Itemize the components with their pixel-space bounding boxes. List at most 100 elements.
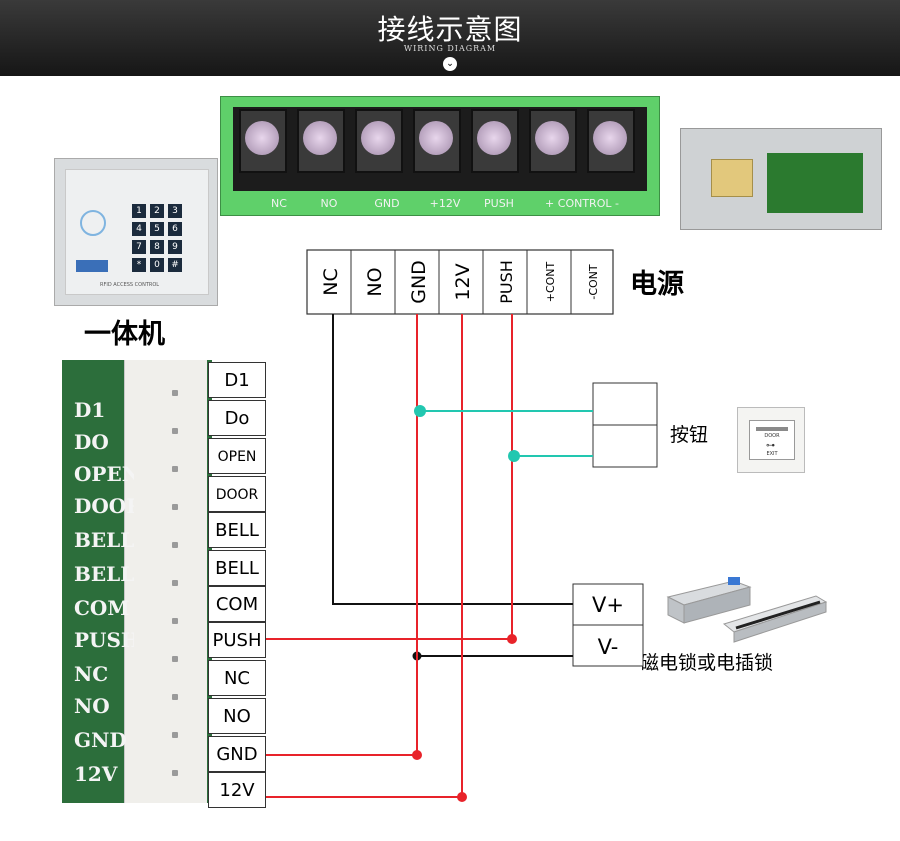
header-banner: 接线示意图 WIRING DIAGRAM ⌄: [0, 0, 900, 76]
keypad-key: 0: [150, 258, 164, 272]
power-terminal-cont-minus: -CONT: [587, 264, 600, 300]
junction-dot: [414, 405, 426, 417]
controller-terminal-block: NC NO GND +12V PUSH + CONTROL -: [220, 96, 660, 216]
connector-pin: [172, 542, 178, 548]
keypad-key: 8: [150, 240, 164, 254]
reader-terminal-12v: 12V: [208, 772, 266, 808]
reader-terminal-d1: D1: [208, 362, 266, 398]
psu-circuit-board: [767, 153, 863, 213]
keypad-key: #: [168, 258, 182, 272]
terminal-label: NC: [271, 197, 287, 210]
silkscreen-label: 12V: [74, 762, 118, 786]
terminal-label: NO: [320, 197, 338, 210]
connector-pin: [172, 390, 178, 396]
keypad-key: 9: [168, 240, 182, 254]
power-terminal-cont-plus: +CONT: [544, 261, 557, 302]
connector-pin: [172, 428, 178, 434]
power-terminal-nc: NC: [320, 268, 342, 295]
pcb-connector-housing: [124, 360, 207, 803]
transformer: [711, 159, 753, 197]
exit-button-plate: DOOR ⊶ EXIT: [749, 420, 795, 460]
keypad-key: 2: [150, 204, 164, 218]
keypad-key: 7: [132, 240, 146, 254]
junction-dot: [508, 450, 520, 462]
keypad-key: 6: [168, 222, 182, 236]
silkscreen-label: DOOR: [74, 494, 134, 518]
reader-terminal-com: COM: [208, 586, 266, 622]
terminal-screw: [239, 109, 287, 173]
page-title: 接线示意图: [377, 13, 523, 46]
power-supply-label: 电源: [630, 269, 684, 300]
silkscreen-label: GND: [74, 728, 127, 752]
exit-plate-text-bottom: EXIT: [766, 451, 778, 457]
reader-terminal-bell: BELL: [208, 512, 266, 548]
silkscreen-label: D1: [74, 398, 106, 422]
reader-terminal-nc: NC: [208, 660, 266, 696]
exit-plate-text-top: DOOR: [764, 433, 780, 439]
reader-terminal-door: DOOR: [208, 476, 266, 512]
lock-terminal-vplus: V+: [592, 593, 624, 617]
lock-label: 磁电锁或电插锁: [640, 652, 774, 674]
silkscreen-label: NO: [74, 694, 110, 718]
terminal-screw: [529, 109, 577, 173]
power-terminal-dividers: [350, 250, 572, 314]
wire-nc-to-vplus: [332, 314, 573, 605]
keypad-badge: [76, 260, 108, 272]
terminal-screw: [413, 109, 461, 173]
power-terminal-gnd: GND: [408, 260, 430, 304]
silkscreen-label: BELL: [74, 562, 134, 586]
page-subtitle: WIRING DIAGRAM: [403, 44, 497, 53]
terminal-screw: [355, 109, 403, 173]
junction-dot: [457, 792, 467, 802]
connector-pin: [172, 466, 178, 472]
terminal-screw: [297, 109, 345, 173]
silkscreen-label: DO: [74, 430, 109, 454]
keypad-key: 1: [132, 204, 146, 218]
rfid-icon: [80, 210, 106, 236]
terminal-label: GND: [374, 197, 400, 210]
keypad-caption: RFID ACCESS CONTROL: [100, 282, 160, 288]
key-icon: ⊶: [766, 441, 775, 451]
silkscreen-label: COM: [74, 596, 130, 620]
power-terminal-labels: NC NO GND 12V PUSH +CONT -CONT: [320, 260, 600, 304]
connector-pin: [172, 656, 178, 662]
connector-pin: [172, 732, 178, 738]
keypad-key: *: [132, 258, 146, 272]
keypad-label: 一体机: [84, 319, 165, 350]
lock-terminal-vminus: V-: [598, 635, 619, 659]
terminal-label: +12V: [429, 197, 461, 210]
terminal-label: + CONTROL -: [545, 197, 619, 210]
connector-pin: [172, 618, 178, 624]
reader-terminal-gnd: GND: [208, 736, 266, 772]
connector-pin: [172, 770, 178, 776]
power-terminal-box: [306, 249, 614, 315]
terminal-screw: [587, 109, 635, 173]
silkscreen-label: OPEN: [74, 462, 134, 486]
bolt-lock-icon: [666, 577, 752, 624]
reader-terminal-open: OPEN: [208, 438, 266, 474]
reader-terminal-do: Do: [208, 400, 266, 436]
chevron-down-icon: ⌄: [443, 57, 457, 71]
keypad-key: 3: [168, 204, 182, 218]
silkscreen-label: NC: [74, 662, 109, 686]
connector-pin: [172, 694, 178, 700]
keypad-face: 1 2 3 4 5 6 7 8 9 * 0 # RFID ACCESS CONT…: [65, 169, 209, 295]
reader-terminal-no: NO: [208, 698, 266, 734]
keypad-key: 4: [132, 222, 146, 236]
keypad-key: 5: [150, 222, 164, 236]
power-terminal-no: NO: [364, 267, 386, 296]
keypad-device: 1 2 3 4 5 6 7 8 9 * 0 # RFID ACCESS CONT…: [54, 158, 218, 306]
reader-terminal-bell: BELL: [208, 550, 266, 586]
connector-pin: [172, 580, 178, 586]
exit-plate-bar: [756, 427, 788, 431]
silkscreen-label: PUSH: [74, 628, 134, 652]
power-supply-unit: [680, 128, 882, 230]
reader-terminal-push: PUSH: [208, 622, 266, 658]
terminal-screw: [471, 109, 519, 173]
magnetic-lock-icon: [722, 595, 828, 643]
power-terminal-push: PUSH: [497, 260, 516, 304]
junction-dot: [412, 750, 422, 760]
silkscreen-label: BELL: [74, 528, 134, 552]
button-label: 按钮: [670, 424, 709, 446]
